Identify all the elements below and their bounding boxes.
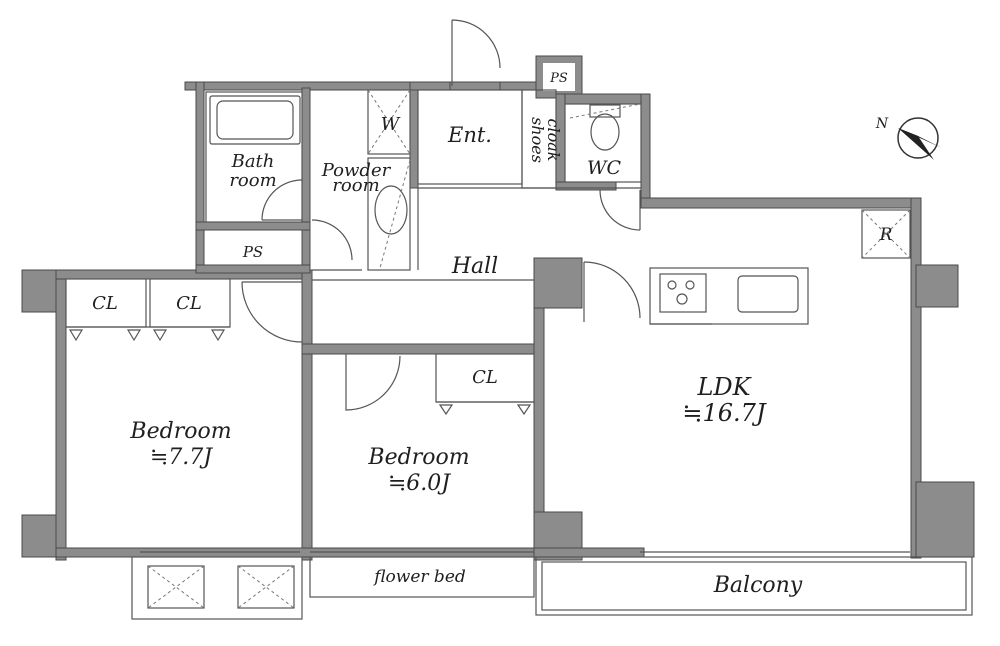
north-label: N (875, 116, 889, 132)
balcony-label: Balcony (713, 573, 803, 598)
wc-label: WC (587, 157, 622, 179)
ldk-name: LDK (696, 373, 752, 401)
bedroom1-name: Bedroom (129, 419, 231, 444)
bedroom2-name: Bedroom (367, 445, 469, 470)
bath-room-label: room (229, 170, 276, 191)
bedroom2-size: ≒6.0J (388, 471, 451, 496)
walls (21, 55, 975, 561)
closet-label-2: CL (176, 293, 202, 314)
thin-lines (65, 19, 973, 620)
entrance-label: Ent. (447, 123, 492, 147)
ldk-size: ≒16.7J (682, 399, 767, 427)
bedroom1-size: ≒7.7J (150, 445, 213, 470)
ps-left-label: PS (242, 243, 263, 261)
closet-label-3: CL (472, 367, 498, 388)
closet-label-1: CL (92, 293, 118, 314)
washer-label: W (381, 114, 401, 135)
hall-label: Hall (451, 254, 498, 279)
compass-icon: N (875, 116, 942, 160)
bath-label: Bath (231, 151, 275, 172)
powder-label: Powder (321, 160, 392, 181)
ps-top-label: PS (549, 71, 568, 86)
room-labels: Bath room Powder room W Ent. shoes cloak… (92, 71, 892, 598)
powder-room-label: room (332, 175, 379, 196)
cloak-label: cloak (544, 119, 563, 162)
flower-bed-label: flower bed (372, 567, 466, 587)
shoes-label: shoes (528, 117, 547, 163)
refrigerator-label: R (879, 225, 893, 245)
